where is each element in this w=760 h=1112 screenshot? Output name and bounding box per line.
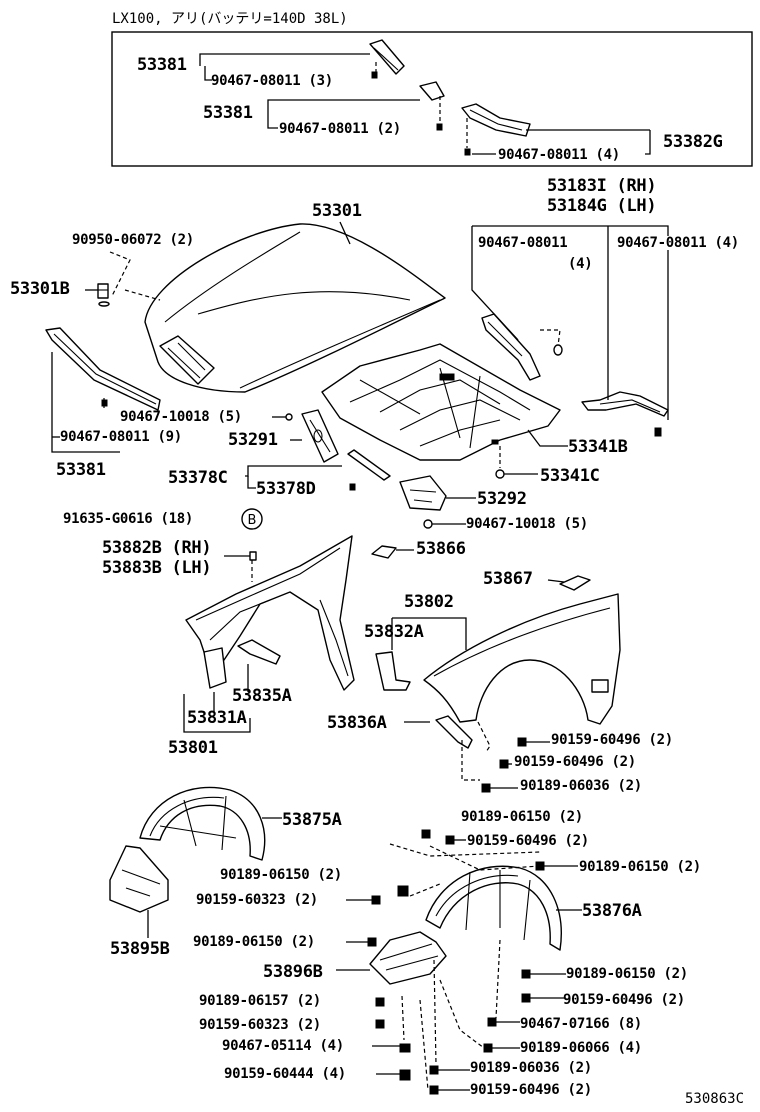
bracket-53835a xyxy=(237,639,281,665)
part-label-l18: 53341B xyxy=(568,437,628,457)
part-label-l04: 90467-08011 (2) xyxy=(279,121,401,137)
bracket-53836a xyxy=(435,715,473,749)
part-label-l58: 90159-60496 (2) xyxy=(470,1082,592,1098)
part-label-l35: 90159-60496 (2) xyxy=(551,732,673,748)
part-label-l39: 90189-06150 (2) xyxy=(461,809,583,825)
hood-insulator-53341b xyxy=(321,343,561,461)
part-label-l09: 53301 xyxy=(312,201,362,221)
latch-plate-53291 xyxy=(301,409,339,463)
part-label-l13: 90467-08011 (4) xyxy=(617,235,739,251)
part-label-l21: 53341C xyxy=(540,466,600,486)
part-label-l19: 53381 xyxy=(56,460,106,480)
screw-icon xyxy=(371,71,471,156)
part-label-l26: 53882B (RH) xyxy=(102,538,212,558)
part-label-l27: 53866 xyxy=(416,539,466,559)
part-label-l02: 90467-08011 (3) xyxy=(211,73,333,89)
part-label-l55: 90189-06066 (4) xyxy=(520,1040,642,1056)
part-label-l43: 90189-06150 (2) xyxy=(579,859,701,875)
variant-group-box xyxy=(111,31,753,167)
part-label-l07: 53183I (RH) xyxy=(547,176,657,196)
bracket-53381-upper xyxy=(369,39,405,75)
part-label-l03: 53381 xyxy=(203,103,253,123)
hood-hinge-bracket xyxy=(481,313,541,381)
part-label-l01: 53381 xyxy=(137,55,187,75)
part-label-l52: 90159-60323 (2) xyxy=(199,1017,321,1033)
part-label-l50: 90189-06157 (2) xyxy=(199,993,321,1009)
part-label-l10: 90950-06072 (2) xyxy=(72,232,194,248)
part-label-l36: 53801 xyxy=(168,738,218,758)
bracket-53831a xyxy=(203,647,227,689)
part-label-l20: 53378C xyxy=(168,468,228,488)
part-label-l12: (4) xyxy=(568,256,593,272)
bracket-53292 xyxy=(399,475,447,511)
fender-liner-53876a xyxy=(425,865,562,951)
part-label-l05: 53382G xyxy=(663,132,723,152)
part-label-l34: 53836A xyxy=(327,713,387,733)
part-label-l22: 53378D xyxy=(256,479,316,499)
part-label-l28: 53883B (LH) xyxy=(102,558,212,578)
part-label-l16: 90467-08011 (9) xyxy=(60,429,182,445)
part-label-l54: 90467-05114 (4) xyxy=(222,1038,344,1054)
part-label-l29: 53867 xyxy=(483,569,533,589)
hood-53301 xyxy=(144,223,446,393)
part-label-l56: 90189-06036 (2) xyxy=(470,1060,592,1076)
part-label-l23: 53292 xyxy=(477,489,527,509)
part-label-l40: 53875A xyxy=(282,810,342,830)
part-label-l31: 53832A xyxy=(364,622,424,642)
part-label-l37: 90159-60496 (2) xyxy=(514,754,636,770)
part-label-l51: 90159-60496 (2) xyxy=(563,992,685,1008)
part-label-l49: 90189-06150 (2) xyxy=(566,966,688,982)
part-label-l48: 53896B xyxy=(263,962,323,982)
part-label-l15: 90467-10018 (5) xyxy=(120,409,242,425)
screw-icon xyxy=(346,829,578,1095)
part-label-l41: 90159-60496 (2) xyxy=(467,833,589,849)
part-label-l30: 53802 xyxy=(404,592,454,612)
bracket-53867 xyxy=(559,575,591,591)
callout-b-letter: B xyxy=(248,513,257,528)
part-label-l47: 53895B xyxy=(110,939,170,959)
splash-shield-53895b xyxy=(109,845,169,913)
screw-icon xyxy=(481,737,550,793)
fender-53802 xyxy=(423,593,621,725)
part-label-l11: 90467-08011 xyxy=(478,235,568,251)
part-label-l06: 90467-08011 (4) xyxy=(498,147,620,163)
part-label-l53: 90467-07166 (8) xyxy=(520,1016,642,1032)
part-label-l25: 90467-10018 (5) xyxy=(466,516,588,532)
part-label-l14: 53301B xyxy=(10,279,70,299)
part-label-l45: 53876A xyxy=(582,901,642,921)
rod-53382g xyxy=(461,103,531,137)
part-label-l46: 90189-06150 (2) xyxy=(193,934,315,950)
hood-cushion-53301b xyxy=(97,283,110,307)
part-label-l42: 90189-06150 (2) xyxy=(220,867,342,883)
bracket-53832a xyxy=(375,651,411,691)
fender-liner-53875a xyxy=(139,786,266,861)
bracket-53866 xyxy=(371,545,397,559)
part-label-l33: 53831A xyxy=(187,708,247,728)
part-label-l32: 53835A xyxy=(232,686,292,706)
part-label-l24: 91635-G0616 (18) xyxy=(63,511,194,527)
hood-hinge-bracket-lh xyxy=(581,391,669,417)
callout-b-circle xyxy=(241,508,263,530)
part-label-l17: 53291 xyxy=(228,430,278,450)
part-label-l44: 90159-60323 (2) xyxy=(196,892,318,908)
part-label-l38: 90189-06036 (2) xyxy=(520,778,642,794)
part-label-l57: 90159-60444 (4) xyxy=(224,1066,346,1082)
part-label-l08: 53184G (LH) xyxy=(547,196,657,216)
hood-bracket-53381-left xyxy=(45,327,161,411)
seal-bar-53378c xyxy=(347,449,391,481)
figure-code: 530863C xyxy=(685,1091,745,1107)
variant-note: LX100, アリ(バッテリ=140D 38L) xyxy=(112,11,348,27)
splash-shield-53896b xyxy=(369,931,447,985)
bracket-53381-lower xyxy=(419,81,445,101)
